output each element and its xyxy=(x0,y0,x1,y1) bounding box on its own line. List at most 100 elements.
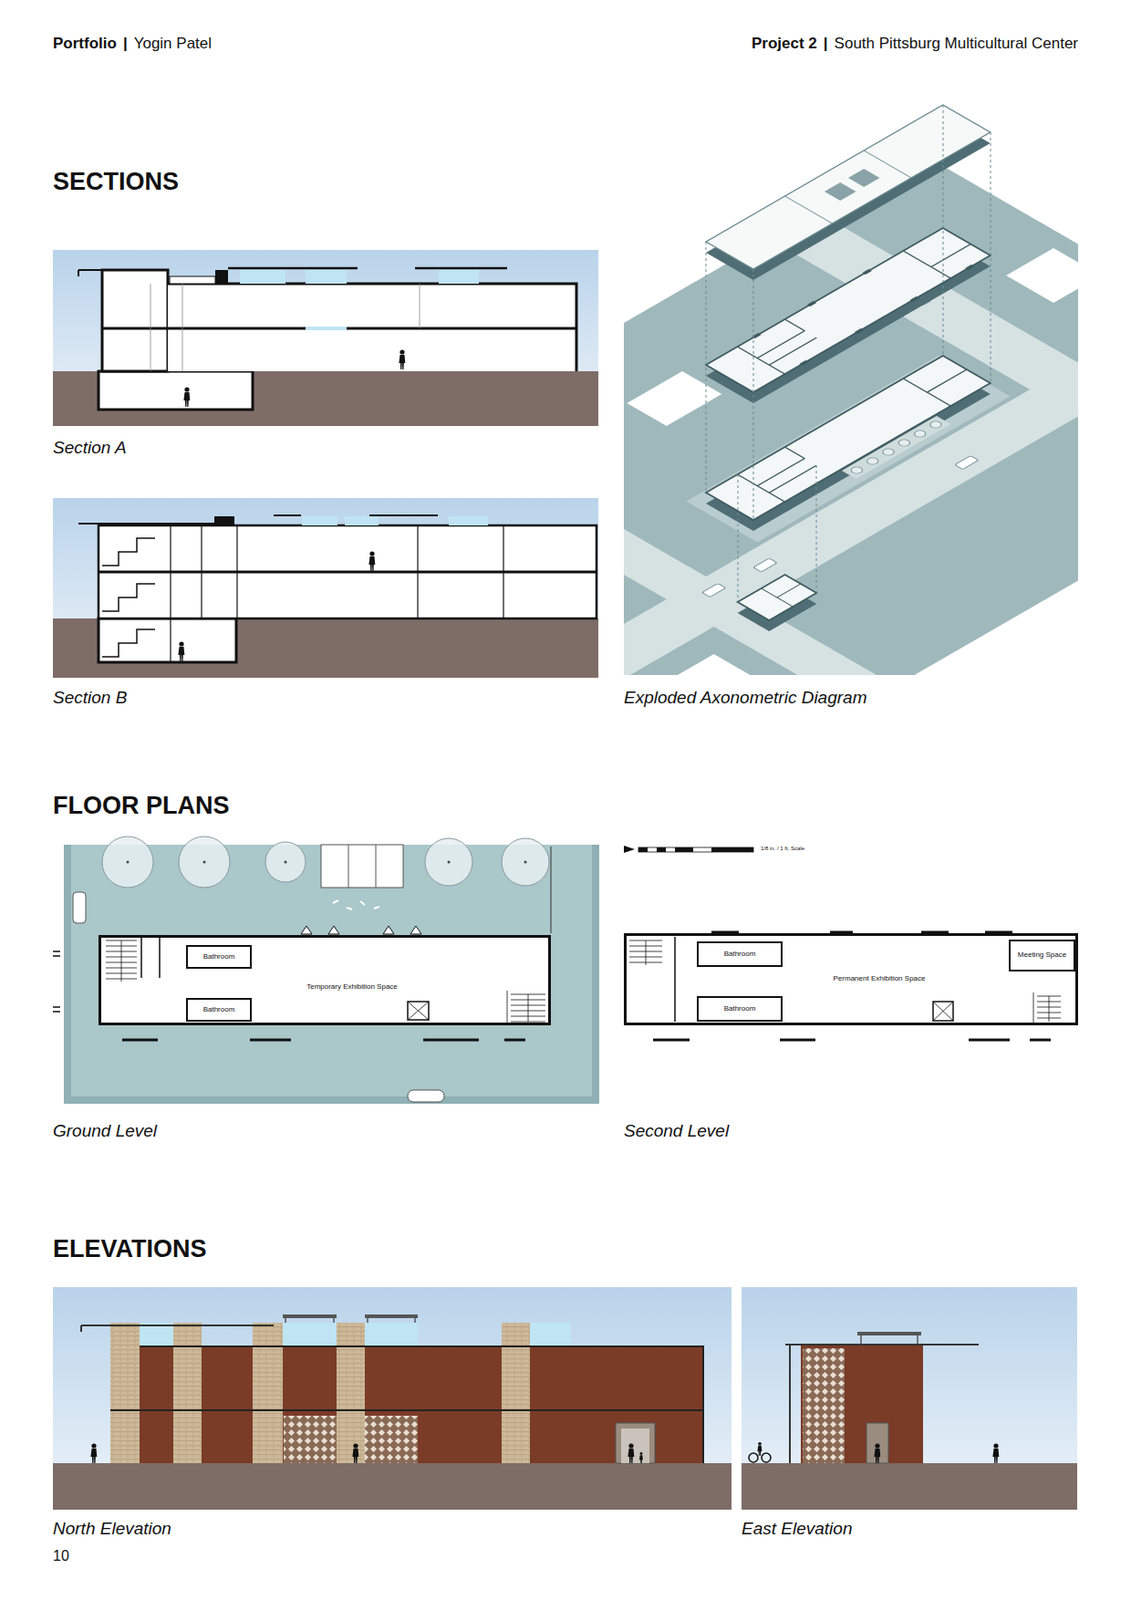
meeting-room: Meeting Space xyxy=(1008,939,1076,972)
second-level-plan-drawing xyxy=(674,936,676,1022)
section-b-drawing xyxy=(98,570,597,574)
exploded-axonometric-drawing xyxy=(824,182,857,201)
exploded-axonometric-drawing xyxy=(1006,248,1079,303)
east-elevation-drawing xyxy=(866,1422,889,1464)
exploded-axonometric-drawing xyxy=(737,574,818,621)
exploded-axonometric-drawing xyxy=(705,104,991,270)
section-a-drawing xyxy=(78,269,168,277)
drawing-caption: North Elevation xyxy=(52,1518,172,1539)
section-a-drawing xyxy=(305,269,347,284)
header-divider: | xyxy=(123,34,128,53)
section-a-drawing xyxy=(438,269,479,284)
north-elevation-drawing xyxy=(52,1286,732,1510)
exploded-axonometric-drawing xyxy=(623,152,1079,675)
north-elevation-drawing xyxy=(364,1322,418,1347)
exploded-axonometric-drawing xyxy=(954,456,979,470)
east-elevation-drawing xyxy=(873,1442,881,1464)
exploded-axonometric-drawing xyxy=(927,420,944,430)
section-b-drawing xyxy=(102,538,156,657)
ground-level-plan-drawing xyxy=(178,836,230,888)
exploded-axonometric-drawing xyxy=(761,574,818,607)
east-elevation-drawing xyxy=(741,1286,1078,1510)
ground-level-plan-drawing xyxy=(141,937,160,978)
second-level-plan-drawing xyxy=(623,845,1079,1040)
room-label: Permanent Exhibition Space xyxy=(833,975,926,984)
north-elevation-drawing xyxy=(252,1322,283,1464)
exploded-axonometric-drawing xyxy=(849,466,865,476)
east-elevation-drawing xyxy=(741,1463,1078,1510)
east-elevation-drawing xyxy=(861,1335,918,1345)
room-label: Meeting Space xyxy=(1017,951,1067,960)
exploded-axonometric-drawing xyxy=(702,583,727,598)
exploded-axonometric-drawing xyxy=(896,438,913,448)
north-elevation-drawing xyxy=(529,1322,571,1347)
ground-level-plan-drawing xyxy=(105,940,137,982)
north-elevation-drawing xyxy=(621,1428,650,1464)
section-a-drawing xyxy=(52,371,599,426)
exploded-axonometric-drawing xyxy=(658,653,762,675)
room-label: Bathroom xyxy=(724,1005,757,1014)
ground-level-plan-drawing xyxy=(407,1089,445,1102)
second-level-plan-drawing xyxy=(638,847,754,852)
north-elevation-drawing xyxy=(282,1314,337,1318)
header-text: Portfolio xyxy=(52,34,117,53)
ground-level-plan-drawing xyxy=(265,841,306,882)
section-heading: SECTIONS xyxy=(52,167,179,197)
exploded-axonometric-drawing xyxy=(705,104,991,602)
section-a-drawing xyxy=(228,267,508,270)
section-a-drawing xyxy=(52,249,599,426)
section-heading: FLOOR PLANS xyxy=(52,791,230,820)
section-a-drawing xyxy=(183,386,190,407)
section-b-drawing xyxy=(52,498,599,678)
ground-level-plan-drawing xyxy=(407,1001,429,1020)
north-elevation-drawing xyxy=(285,1317,416,1323)
section-a-drawing xyxy=(239,269,286,284)
exploded-axonometric-drawing xyxy=(880,447,896,457)
second-floor-plan: Permanent Exhibition SpaceBathroomBathro… xyxy=(623,933,1079,1026)
second-level-plan-drawing xyxy=(656,847,666,852)
ground-floor-plan: Temporary Exhibition SpaceBathroomBathro… xyxy=(98,934,551,1026)
second-level-plan-drawing xyxy=(623,933,1079,1026)
east-elevation-drawing xyxy=(992,1442,999,1464)
ground-level-plan-drawing xyxy=(507,990,546,1026)
section-b-drawing xyxy=(273,514,438,517)
north-elevation-drawing xyxy=(352,1442,359,1464)
section-b-drawing xyxy=(78,522,229,525)
room-label: Temporary Exhibition Space xyxy=(306,983,398,992)
ground-level-plan-drawing xyxy=(203,861,207,864)
page-number: 10 xyxy=(52,1547,70,1565)
north-elevation-drawing xyxy=(110,1322,140,1464)
section-a-drawing xyxy=(305,326,347,331)
ground-level-plan-drawing xyxy=(410,925,422,934)
section-a-drawing xyxy=(169,276,216,284)
north-elevation-drawing xyxy=(173,1322,202,1464)
ground-level-plan-drawing xyxy=(126,861,130,864)
east-elevation-drawing xyxy=(757,1442,762,1456)
north-elevation-drawing xyxy=(501,1322,530,1464)
drawing-caption: East Elevation xyxy=(741,1518,852,1539)
second-level-plan-drawing xyxy=(711,847,754,852)
ground-level-plan-drawing xyxy=(122,1038,526,1042)
exploded-axonometric-drawing xyxy=(864,456,881,467)
ground-level-plan-drawing xyxy=(447,861,451,864)
section-b-drawing xyxy=(52,498,599,678)
north-elevation-drawing xyxy=(110,1346,704,1464)
ground-level-plan-drawing xyxy=(98,934,551,1026)
section-a-drawing xyxy=(52,249,599,426)
exploded-axonometric-drawing xyxy=(785,150,913,224)
ground-level-plan-drawing xyxy=(524,861,528,864)
ground-level-plan-drawing xyxy=(407,1001,429,1020)
exploded-axonometric-drawing xyxy=(841,415,952,479)
ground-level-plan-drawing xyxy=(284,861,288,864)
east-elevation-drawing xyxy=(800,1344,924,1464)
section-b-drawing xyxy=(170,525,504,663)
header-text: Yogin Patel xyxy=(134,34,212,53)
page-header: Project 2|South Pittsburg Multicultural … xyxy=(751,34,1079,53)
drawing-caption: Second Level xyxy=(623,1120,729,1142)
header-text: Project 2 xyxy=(751,34,818,53)
room-label: Bathroom xyxy=(724,950,757,959)
second-level-plan-drawing xyxy=(623,845,635,853)
drawing-caption: Exploded Axonometric Diagram xyxy=(623,687,867,708)
exploded-axonometric-drawing xyxy=(623,152,1079,675)
section-a-drawing xyxy=(215,269,229,284)
